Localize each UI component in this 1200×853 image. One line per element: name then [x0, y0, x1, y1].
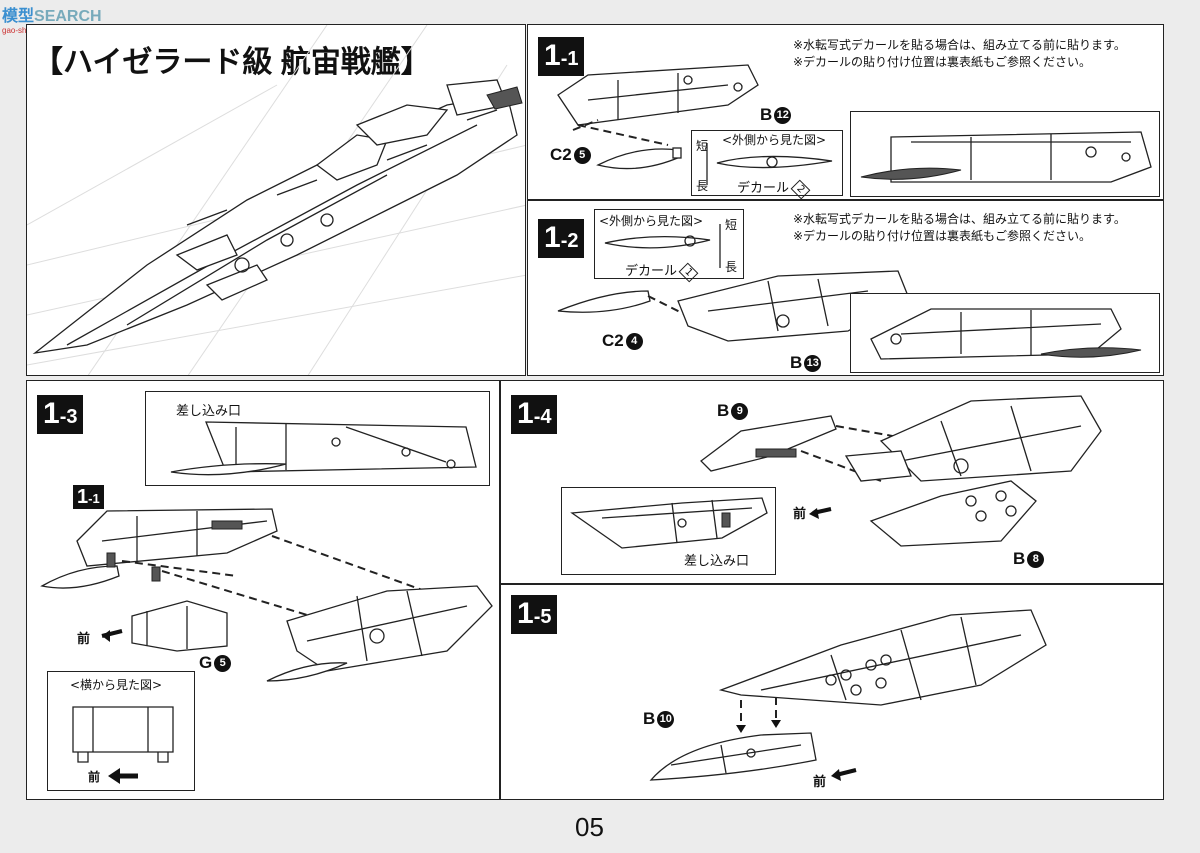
insert-callout-shape [170, 421, 477, 476]
page-title: 【ハイゼラード級 航宙戦艦】 [33, 46, 431, 79]
insert-label: 差し込み口 [684, 554, 750, 569]
step-1-4-parts [700, 395, 1102, 547]
battleship-illustration [27, 25, 525, 375]
side-view-title: <横から見た図> [70, 678, 163, 692]
watermark-site: SEARCH [34, 8, 102, 25]
title-panel: 【ハイゼラード級 航宙戦艦】 [26, 24, 526, 376]
inset-title: <外側から見た図> [722, 133, 827, 147]
step-badge-1-3: 1-3 [37, 395, 84, 434]
outside-view-inset-1-2: <外側から見た図> 短 長 デカール 1 [594, 209, 744, 283]
page-number: 05 [575, 812, 604, 842]
insert-callout-1-3: 差し込み口 [145, 391, 490, 486]
inset-title: <外側から見た図> [599, 214, 704, 228]
inset-short: 短 [725, 218, 738, 232]
step-badge-1-2: 1-2 [538, 219, 585, 258]
decal-note-1: ※水転写式デカールを貼る場合は、組み立てる前に貼ります。 [793, 38, 1126, 52]
assembled-shape-1-1 [860, 131, 1152, 183]
assembled-view-1-2 [850, 293, 1160, 373]
inset-decal-label: デカール 2 [737, 177, 811, 199]
step-1-1-panel: 1-1 ※水転写式デカールを貼る場合は、組み立てる前に貼ります。 ※デカールの貼… [527, 24, 1164, 200]
decal-note-1: ※水転写式デカールを貼る場合は、組み立てる前に貼ります。 [793, 212, 1126, 226]
front-label-1-4: 前 [793, 506, 807, 521]
decal-note-2: ※デカールの貼り付け位置は裏表紙もご参照ください。 [793, 55, 1092, 69]
step-badge-1-5: 1-5 [511, 595, 558, 634]
front-label-1-3: 前 [77, 631, 91, 646]
step-badge-1-4: 1-4 [511, 395, 558, 434]
side-view-inset-1-3: <横から見た図> 前 [47, 671, 195, 791]
assembled-view-1-1 [850, 111, 1160, 197]
insert-callout-1-4: 差し込み口 [561, 487, 776, 575]
step-1-1-parts [557, 64, 759, 170]
front-label-1-5: 前 [813, 774, 827, 789]
step-1-3-parts [40, 508, 493, 682]
inset-decal-shape [706, 143, 833, 185]
insert-callout-shape [570, 497, 768, 549]
watermark-brand: 模型 [2, 8, 35, 25]
decal-notes-1-1: ※水転写式デカールを貼る場合は、組み立てる前に貼ります。 ※デカールの貼り付け位… [793, 37, 1126, 71]
inset-decal-shape [604, 224, 721, 268]
outside-view-inset-1-1: <外側から見た図> 短 長 デカール 2 [691, 130, 843, 199]
step-badge-1-1: 1-1 [538, 37, 585, 76]
inset-long: 長 [696, 179, 709, 193]
step-1-2-panel: 1-2 ※水転写式デカールを貼る場合は、組み立てる前に貼ります。 ※デカールの貼… [527, 200, 1164, 376]
inset-long: 長 [725, 260, 738, 274]
inset-decal-label: デカール 1 [625, 260, 699, 283]
side-front-label: 前 [88, 770, 101, 784]
side-view-shape [72, 706, 174, 784]
decal-notes-1-2: ※水転写式デカールを貼る場合は、組み立てる前に貼ります。 ※デカールの貼り付け位… [793, 211, 1126, 245]
ref-badge-1-1: 1-1 [73, 485, 104, 509]
insert-label: 差し込み口 [176, 404, 242, 419]
decal-note-2: ※デカールの貼り付け位置は裏表紙もご参照ください。 [793, 229, 1092, 243]
step-1-5-parts [649, 609, 1047, 781]
assembled-shape-1-2 [870, 308, 1142, 360]
inset-short: 短 [696, 139, 709, 153]
